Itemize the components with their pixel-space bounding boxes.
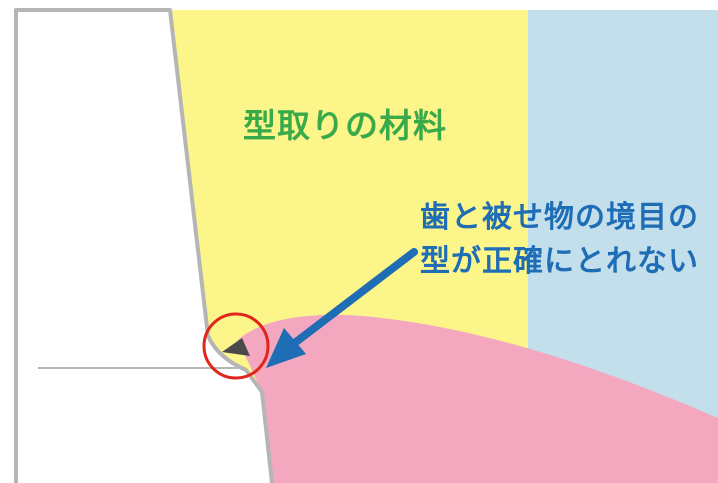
gum-region [238,314,718,483]
problem-label-line-2: 型が正確にとれない [420,244,699,279]
margin-gap [222,338,250,356]
tooth-crown [14,8,274,483]
impression-material-label: 型取りの材料 [243,106,447,145]
problem-label-line-1: 歯と被せ物の境目の [420,200,699,235]
problem-label: 歯と被せ物の境目の 型が正確にとれない [420,196,699,284]
arrow-icon [288,248,418,349]
arrowhead-icon [266,328,306,368]
red-circle-icon [202,312,270,380]
